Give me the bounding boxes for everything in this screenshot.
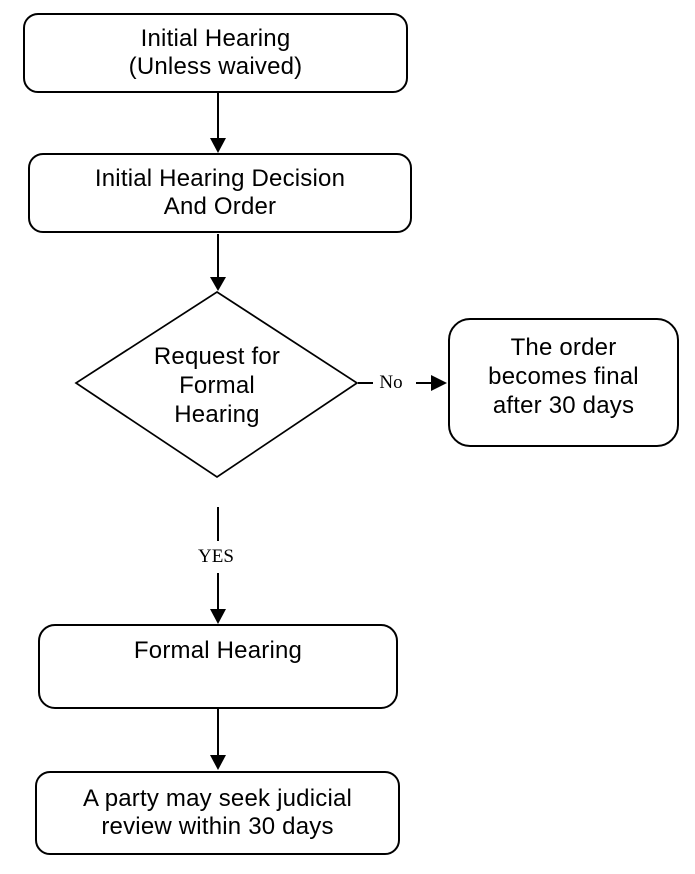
- edge-label-no: No: [379, 372, 403, 393]
- node-text-line: Request for: [153, 343, 281, 370]
- node-formal-hearing: Formal Hearing: [38, 624, 398, 709]
- node-text-line: (Unless waived): [128, 53, 303, 80]
- node-judicial-review: A party may seek judicial review within …: [35, 771, 400, 855]
- node-order-becomes-final: The order becomes final after 30 days: [448, 318, 679, 447]
- node-initial-hearing: Initial Hearing (Unless waived): [23, 13, 408, 93]
- edge-label-yes: YES: [198, 546, 234, 567]
- node-text-line: Initial Hearing Decision: [94, 165, 346, 192]
- node-text-line: Hearing: [174, 401, 260, 428]
- decision-request-formal-hearing-label: Request for Formal Hearing: [107, 342, 327, 429]
- node-initial-hearing-decision-and-order: Initial Hearing Decision And Order: [28, 153, 412, 233]
- no-branch-arrow-head: [431, 375, 447, 391]
- node-text-line: And Order: [163, 193, 277, 220]
- node-text-line: Formal: [179, 372, 255, 399]
- node-text-line: becomes final: [488, 363, 639, 390]
- node-text-line: The order: [510, 334, 617, 361]
- node-text-line: Formal Hearing: [133, 637, 303, 664]
- yes-branch-arrow-head: [210, 609, 226, 624]
- node-text-line: review within 30 days: [101, 813, 334, 840]
- arrow-decision-to-diamond-head: [210, 277, 226, 291]
- arrow-formal-to-judicial-head: [210, 755, 226, 770]
- decision-diamond-shape: [74, 290, 359, 479]
- node-text-line: Initial Hearing: [140, 25, 291, 52]
- node-text-line: after 30 days: [492, 392, 635, 419]
- arrow-initial-to-decision-head: [210, 138, 226, 153]
- node-text-line: A party may seek judicial: [82, 785, 353, 812]
